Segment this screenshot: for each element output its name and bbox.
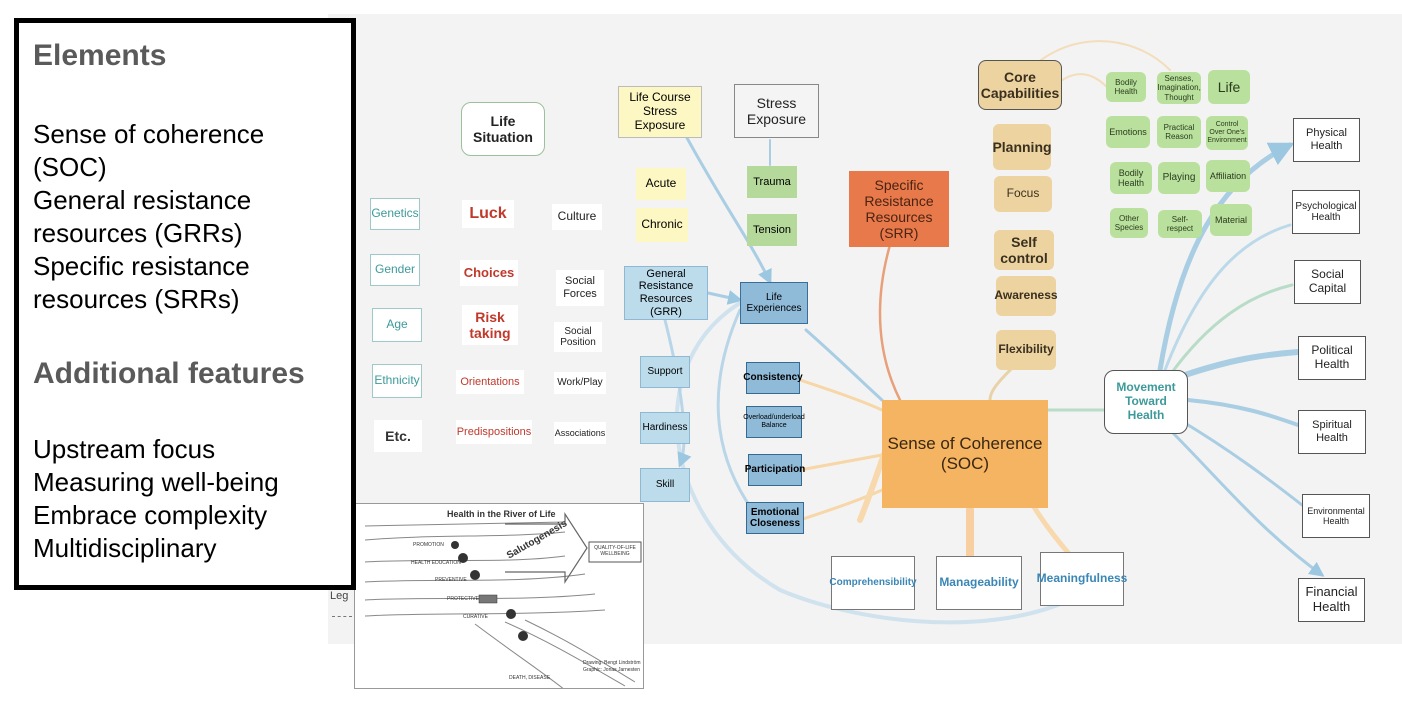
experience-participation: Participation — [745, 454, 805, 486]
capability-grid-life: Life — [1208, 70, 1250, 104]
outcome-physical-health: Physical Health — [1293, 118, 1360, 162]
river-drawing — [364, 511, 642, 688]
level-curative: CURATIVE — [463, 614, 488, 620]
grr-node: General Resistance Resources (GRR) — [624, 266, 708, 320]
outcome-spiritual-health: Spiritual Health — [1298, 410, 1366, 454]
capability-grid-playing: Playing — [1158, 162, 1200, 194]
social-work-play: Work/Play — [554, 372, 606, 394]
summary-panel: Elements Sense of coherence (SOC) Genera… — [14, 18, 356, 590]
experience-emotional-closeness: Emotional Closeness — [746, 502, 804, 534]
movement-toward-health-node: Movement Toward Health — [1104, 370, 1188, 434]
soc-comprehensibility: Comprehensibility — [829, 556, 917, 610]
capability-flexibility: Flexibility — [996, 330, 1056, 370]
soc-manageability: Manageability — [936, 556, 1022, 610]
category-age: Age — [372, 308, 422, 342]
level-protective: PROTECTIVE — [447, 596, 479, 602]
capability-self-control: Self control — [994, 230, 1054, 270]
capability-grid-other-species: Other Species — [1110, 208, 1148, 238]
category-genetics: Genetics — [370, 198, 420, 230]
feature-multidisciplinary: Multidisciplinary — [33, 533, 217, 563]
category-ethnicity: Ethnicity — [372, 364, 422, 398]
level-death-disease: DEATH, DISEASE — [509, 675, 551, 681]
capability-grid-senses: Senses, Imagination, Thought — [1157, 72, 1201, 104]
category-gender: Gender — [370, 254, 420, 286]
social-culture: Culture — [552, 204, 602, 230]
stress-acute: Acute — [636, 168, 686, 200]
features-list: Upstream focus Measuring well-being Embr… — [33, 433, 343, 565]
legend-label: Leg — [330, 589, 349, 602]
factor-risk-taking: Risk taking — [462, 305, 518, 345]
capability-grid-practical-reason: Practical Reason — [1157, 116, 1201, 148]
stress-tension: Tension — [747, 214, 797, 246]
feature-measuring-well-being: Measuring well-being — [33, 467, 279, 497]
factor-luck: Luck — [462, 200, 514, 228]
element-srr: Specific resistance resources (SRRs) — [33, 251, 250, 314]
experience-consistency: Consistency — [743, 362, 803, 394]
elements-list: Sense of coherence (SOC) General resista… — [33, 118, 343, 316]
factor-choices: Choices — [460, 260, 518, 286]
river-of-life-inset: Health in the River of Life Salutogenesi… — [354, 503, 644, 689]
social-position: Social Position — [554, 322, 602, 352]
feature-upstream-focus: Upstream focus — [33, 434, 216, 464]
life-experiences-node: Life Experiences — [740, 282, 808, 324]
outcome-financial-health: Financial Health — [1298, 578, 1365, 622]
grr-support: Support — [640, 356, 690, 388]
soc-node: Sense of Coherence (SOC) — [882, 400, 1048, 508]
grr-skill: Skill — [640, 468, 690, 502]
capability-focus: Focus — [994, 176, 1052, 212]
outcome-psychological-health: Psychological Health — [1292, 190, 1360, 234]
capability-grid-emotions: Emotions — [1106, 116, 1150, 148]
life-situation-node: Life Situation — [461, 102, 545, 156]
element-grr: General resistance resources (GRRs) — [33, 185, 252, 248]
credit-graphic: Graphic: Jonas Jarnesten — [583, 667, 640, 673]
level-preventive: PREVENTIVE — [435, 577, 467, 583]
outcome-environmental-health: Environmental Health — [1302, 494, 1370, 538]
stress-exposure-node: Stress Exposure — [734, 84, 819, 138]
feature-embrace-complexity: Embrace complexity — [33, 500, 268, 530]
srr-node: Specific Resistance Resources (SRR) — [849, 171, 949, 247]
elements-heading: Elements — [33, 39, 167, 72]
level-promotion: PROMOTION — [413, 542, 444, 548]
outcome-political-health: Political Health — [1298, 336, 1366, 380]
river-title: Health in the River of Life — [447, 509, 556, 519]
factor-predispositions: Predispositions — [456, 420, 532, 444]
core-capabilities-node: Core Capabilities — [978, 60, 1062, 110]
capability-grid-bodily-health-1: Bodily Health — [1106, 72, 1146, 102]
grr-hardiness: Hardiness — [640, 412, 690, 444]
quality-of-life-box-label: QUALITY-OF-LIFE WELLBEING — [594, 545, 636, 557]
legend-dash-line — [332, 616, 352, 617]
capability-grid-material: Material — [1210, 204, 1252, 236]
capability-grid-control-environment: Control Over One's Environment — [1206, 116, 1248, 150]
experience-overload-balance: Overload/underload Balance — [743, 406, 805, 438]
social-forces: Social Forces — [556, 270, 604, 306]
additional-features-heading: Additional features — [33, 357, 305, 390]
social-associations: Associations — [554, 422, 606, 444]
capability-grid-self-respect: Self-respect — [1158, 210, 1202, 238]
capability-grid-bodily-health-2: Bodily Health — [1110, 162, 1152, 194]
life-course-stress-node: Life Course Stress Exposure — [618, 86, 702, 138]
capability-planning: Planning — [992, 124, 1052, 170]
stress-trauma: Trauma — [747, 166, 797, 198]
factor-orientations: Orientations — [456, 370, 524, 394]
capability-grid-affiliation: Affiliation — [1206, 160, 1250, 192]
soc-meaningfulness: Meaningfulness — [1037, 552, 1127, 606]
capability-awareness: Awareness — [994, 276, 1058, 316]
level-health-education: HEALTH EDUCATION — [411, 560, 461, 566]
stress-chronic: Chronic — [636, 208, 688, 242]
category-etc: Etc. — [374, 420, 422, 452]
credit-drawing: Drawing: Bengt Lindström — [583, 660, 641, 666]
outcome-social-capital: Social Capital — [1294, 260, 1361, 304]
element-soc: Sense of coherence (SOC) — [33, 119, 265, 182]
